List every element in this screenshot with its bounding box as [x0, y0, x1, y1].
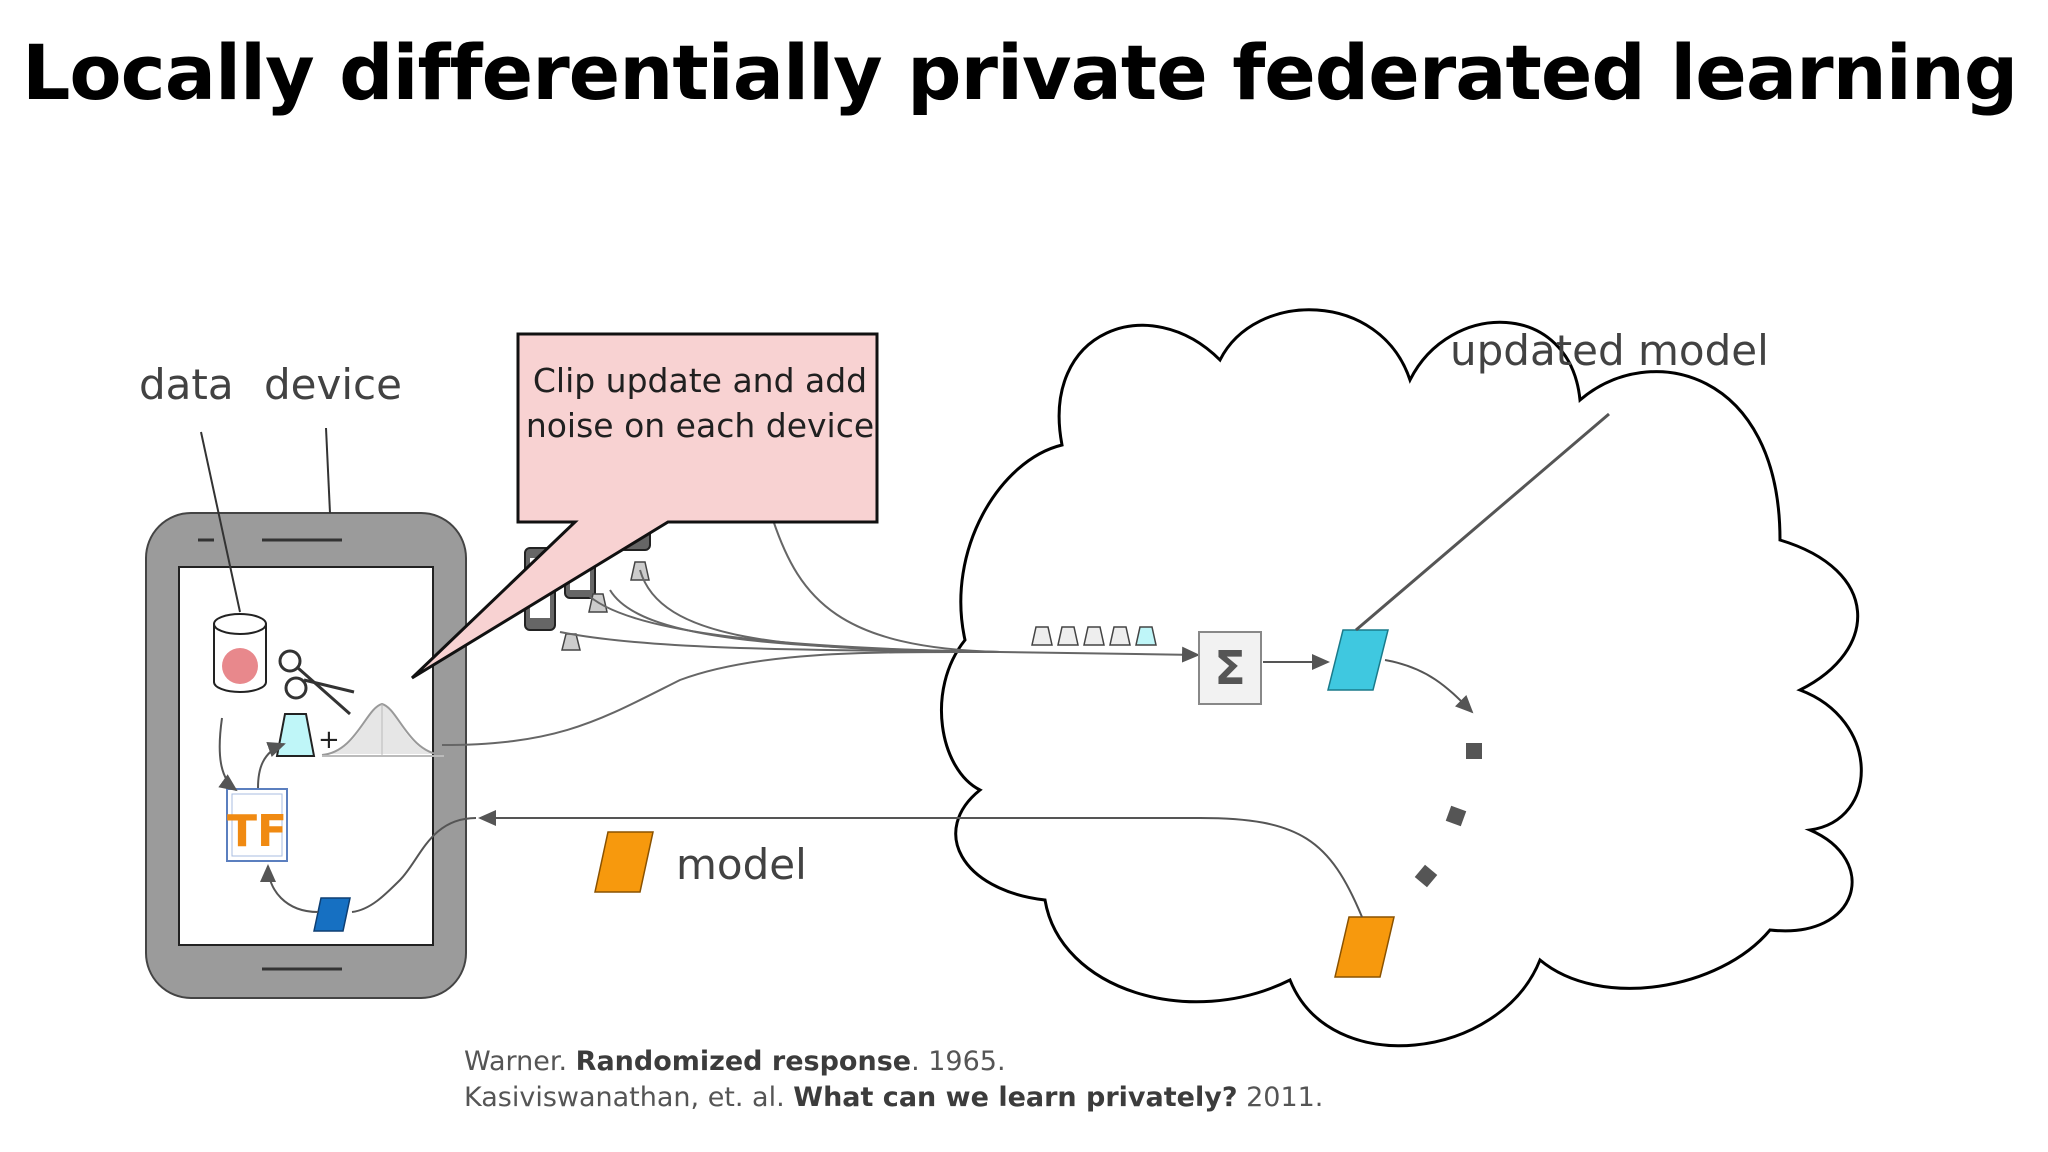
- device-pointer-line: [325, 427, 331, 514]
- gaussian-noise-icon: [321, 702, 444, 757]
- ref-1-year: . 1965.: [911, 1046, 1006, 1077]
- data-to-model-arrow: [218, 717, 238, 792]
- data-cylinder-icon: [213, 613, 267, 693]
- model-label: model: [676, 840, 807, 889]
- scissors-icon: [278, 649, 355, 716]
- incoming-updates: [1031, 626, 1157, 646]
- plus-sign: +: [318, 725, 340, 755]
- server-cloud: [940, 308, 1863, 1048]
- references: Warner. Randomized response. 1965. Kasiv…: [464, 1044, 1323, 1116]
- local-model-icon: [313, 897, 351, 932]
- data-label: data: [139, 360, 234, 409]
- reference-1: Warner. Randomized response. 1965.: [464, 1044, 1323, 1080]
- download-line-device: [351, 817, 477, 913]
- iteration-dots: [1414, 743, 1482, 888]
- iteration-arrow: [1384, 659, 1474, 714]
- download-line: [478, 810, 1363, 918]
- ref-1-title: Randomized response: [575, 1046, 912, 1077]
- ref-2-author: Kasiviswanathan, et. al.: [464, 1082, 794, 1113]
- reference-2: Kasiviswanathan, et. al. What can we lea…: [464, 1080, 1323, 1116]
- callout-text: Clip update and add noise on each device: [525, 361, 875, 445]
- callout-bubble: [410, 332, 879, 680]
- updated-model-label: updated model: [1450, 326, 1769, 375]
- model-legend-icon: [594, 831, 654, 893]
- tf-logo-text: TF: [227, 806, 287, 857]
- data-pointer-line: [200, 431, 241, 613]
- local-model-to-tf-arrow: [260, 864, 319, 913]
- tensorflow-logo-icon: TF: [226, 788, 288, 862]
- upload-lines: [441, 519, 1200, 746]
- model-to-update-arrow: [257, 741, 286, 789]
- slide-title: Locally differentially private federated…: [22, 28, 2018, 117]
- cloud-model-icon: [1334, 916, 1395, 978]
- ref-1-author: Warner.: [464, 1046, 576, 1077]
- sigma-symbol: Σ: [1214, 641, 1245, 695]
- aggregation-sum-box: Σ: [1198, 631, 1262, 705]
- ref-2-title: What can we learn privately?: [793, 1082, 1238, 1113]
- ref-2-year: 2011.: [1237, 1082, 1324, 1113]
- updated-model-icon: [1327, 629, 1389, 691]
- device-label: device: [264, 360, 402, 409]
- updated-model-pointer-line: [1355, 412, 1610, 632]
